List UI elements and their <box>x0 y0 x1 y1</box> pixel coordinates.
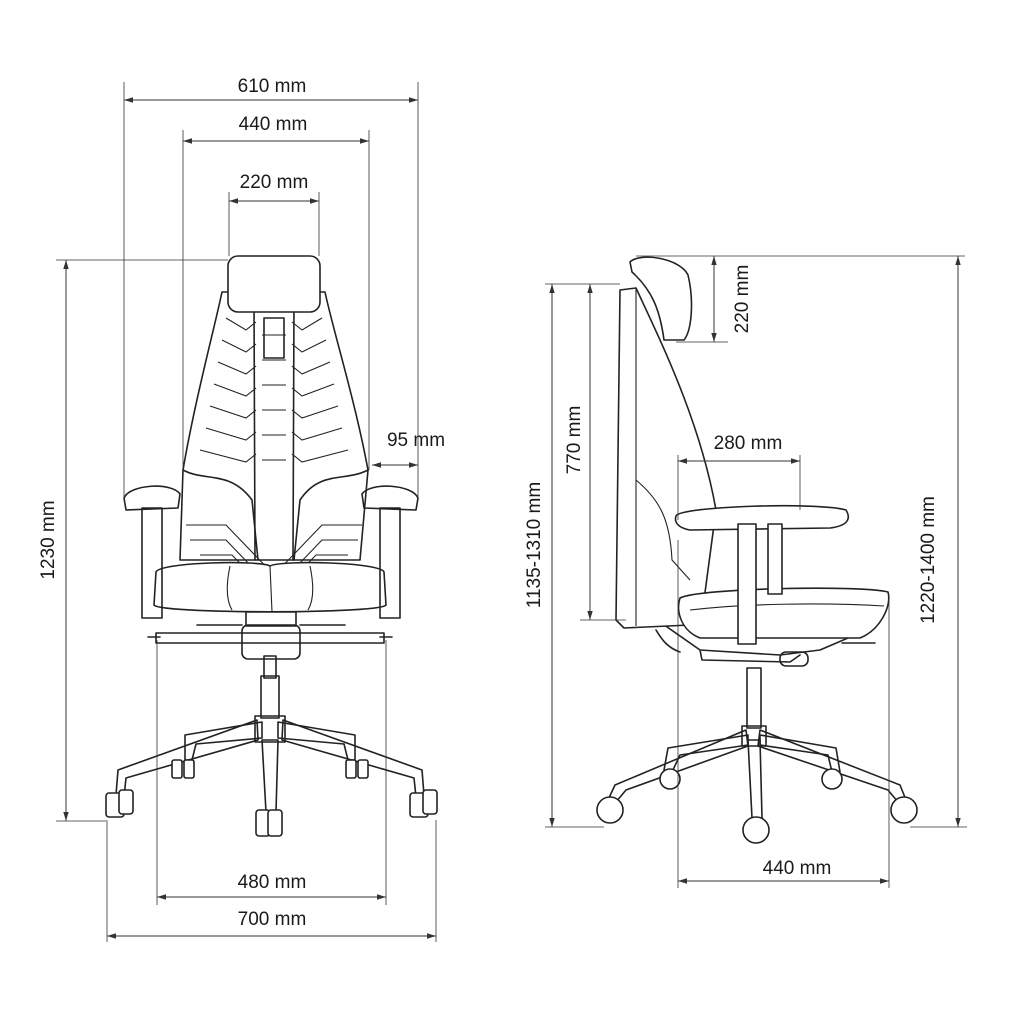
side-headrest <box>629 256 693 341</box>
side-seat-seam <box>689 603 885 611</box>
label-base-width: 700 mm <box>238 909 307 930</box>
front-base <box>115 655 425 813</box>
front-casters <box>105 759 438 837</box>
side-armrest <box>674 504 850 645</box>
label-height-range-back: 1135-1310 mm <box>524 482 545 608</box>
side-casters <box>596 768 918 844</box>
front-seat-seams <box>226 565 314 613</box>
side-seat <box>677 587 890 639</box>
front-backrest <box>179 291 369 561</box>
front-armrests <box>123 485 419 619</box>
label-seat-width: 480 mm <box>238 872 307 893</box>
front-dimensions: 610 mm 440 mm 220 mm 95 mm 1230 mm 480 m… <box>38 76 445 942</box>
front-headrest <box>227 255 321 313</box>
front-headrest-post <box>263 317 285 359</box>
side-backrest-detail <box>635 288 691 626</box>
label-height-range-total: 1220-1400 mm <box>918 496 939 624</box>
side-view-chair <box>596 256 918 844</box>
front-backrest-pattern <box>186 317 362 599</box>
front-seat <box>153 561 387 613</box>
side-base <box>607 667 907 819</box>
label-headrest-width: 220 mm <box>240 172 309 193</box>
label-backrest-height: 770 mm <box>564 406 585 475</box>
label-seat-depth: 440 mm <box>763 858 832 879</box>
label-backrest-width: 440 mm <box>239 114 308 135</box>
label-armrest-depth: 280 mm <box>714 433 783 454</box>
side-dimensions: 220 mm 770 mm 280 mm 1135-1310 mm 1220-1… <box>524 255 967 888</box>
label-armrest-offset: 95 mm <box>387 430 445 451</box>
label-overall-width: 610 mm <box>238 76 307 97</box>
label-overall-height: 1230 mm <box>38 500 59 579</box>
label-headrest-height: 220 mm <box>732 265 753 334</box>
front-mechanism <box>147 611 393 660</box>
side-mechanism <box>655 621 876 667</box>
front-view-chair <box>105 255 438 837</box>
